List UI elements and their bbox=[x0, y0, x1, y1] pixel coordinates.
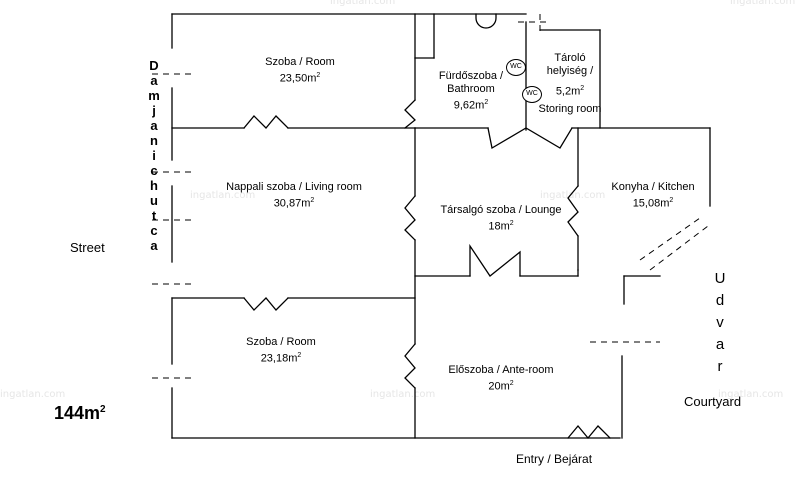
vertical-letter: c bbox=[150, 223, 158, 238]
vertical-letter: r bbox=[717, 358, 723, 375]
room-label: Tároló helyiség / 5,2m2 Storing room bbox=[530, 52, 610, 116]
total-area: 144m2 bbox=[54, 403, 106, 423]
room-name: helyiség / bbox=[546, 65, 594, 77]
vertical-letter: t bbox=[151, 208, 157, 223]
vertical-letter: d bbox=[715, 292, 725, 309]
room-name: Tároló bbox=[554, 52, 586, 64]
street-label: Street bbox=[70, 240, 105, 255]
room-name: Szoba / Room bbox=[246, 336, 316, 348]
watermark: ingatlan.com bbox=[0, 389, 66, 400]
door bbox=[404, 99, 416, 129]
vertical-letter: u bbox=[150, 193, 158, 208]
room-area: 23,18m bbox=[260, 352, 298, 365]
vertical-letter: a bbox=[150, 118, 158, 133]
room-area: 18m bbox=[488, 220, 510, 233]
room-name: Szoba / Room bbox=[265, 56, 335, 68]
room-name: Nappali szoba / Living room bbox=[226, 181, 362, 193]
courtyard-label: Courtyard bbox=[684, 394, 742, 409]
window bbox=[649, 225, 709, 271]
door bbox=[243, 297, 289, 311]
vertical-letter: U bbox=[714, 270, 726, 287]
watermark: ingatlan.com bbox=[730, 0, 796, 7]
vertical-letter: a bbox=[715, 336, 725, 353]
vertical-letter: a bbox=[150, 238, 158, 253]
door bbox=[567, 185, 579, 237]
room-name: Storing room bbox=[538, 102, 602, 115]
vertical-letter: c bbox=[150, 163, 158, 178]
room-label: Nappali szoba / Living room 30,87m2 bbox=[214, 181, 374, 211]
vertical-letter: h bbox=[150, 178, 158, 193]
room-label: Szoba / Room 23,18m2 bbox=[226, 336, 336, 366]
room-label: Konyha / Kitchen 15,08m2 bbox=[598, 181, 708, 211]
room-area: 9,62m bbox=[453, 99, 485, 112]
watermark: ingatlan.com bbox=[718, 389, 784, 400]
room-area: 23,50m bbox=[279, 72, 317, 85]
vertical-letter: D bbox=[149, 58, 159, 73]
vertical-letter: j bbox=[152, 103, 156, 118]
door bbox=[404, 343, 416, 389]
room-label: Szoba / Room 23,50m2 bbox=[240, 56, 360, 86]
room-area: 15,08m bbox=[632, 197, 670, 210]
sink bbox=[475, 13, 497, 29]
vertical-letter: a bbox=[150, 73, 158, 88]
room-name: Konyha / Kitchen bbox=[611, 181, 695, 193]
door bbox=[567, 424, 611, 440]
watermark: ingatlan.com bbox=[190, 190, 256, 201]
room-label: Előszoba / Ante-room 20m2 bbox=[436, 364, 566, 394]
watermark: ingatlan.com bbox=[370, 389, 436, 400]
room-name: Bathroom bbox=[447, 83, 495, 95]
vertical-letter: n bbox=[150, 133, 158, 148]
room-area: 20m bbox=[488, 380, 510, 393]
vertical-letter: i bbox=[152, 148, 156, 163]
door bbox=[243, 115, 289, 129]
room-area: 5,2m bbox=[555, 85, 581, 98]
door bbox=[487, 127, 573, 150]
door bbox=[404, 195, 416, 241]
room-label: Társalgó szoba / Lounge 18m2 bbox=[426, 204, 576, 234]
window bbox=[639, 217, 701, 261]
room-name: Fürdőszoba / bbox=[438, 70, 504, 82]
room-label: Fürdőszoba / Bathroom 9,62m2 bbox=[426, 70, 516, 113]
room-area: 30,87m bbox=[273, 197, 311, 210]
room-name: Társalgó szoba / Lounge bbox=[440, 204, 562, 216]
watermark: ingatlan.com bbox=[330, 0, 396, 7]
entry-label: Entry / Bejárat bbox=[516, 452, 593, 466]
door bbox=[469, 243, 521, 277]
wc-icon: WC bbox=[506, 59, 526, 76]
wc-icon: WC bbox=[522, 86, 542, 103]
watermark: ingatlan.com bbox=[540, 190, 606, 201]
vertical-letter: v bbox=[716, 314, 724, 331]
vertical-letter: m bbox=[148, 88, 160, 103]
room-name: Előszoba / Ante-room bbox=[448, 364, 554, 376]
